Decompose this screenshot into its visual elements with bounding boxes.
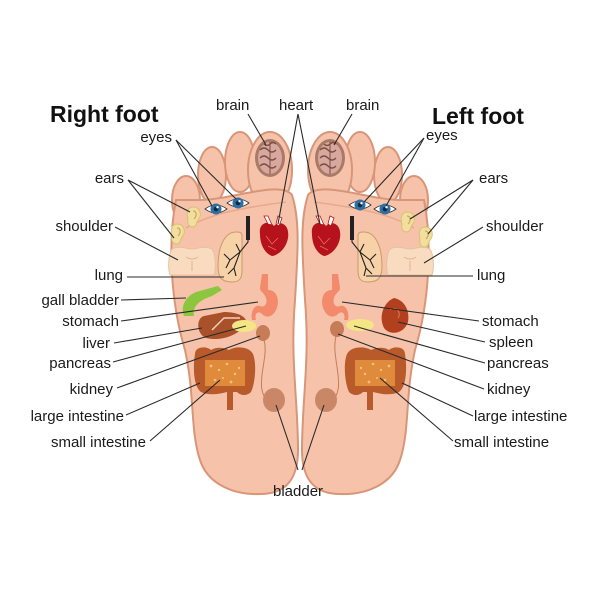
label-kidney-left: kidney [487,381,531,398]
label-brain-right: brain [216,97,249,114]
label-large-intestine-left: large intestine [474,408,567,425]
bladder-icon [263,388,285,412]
kidney-icon [330,321,344,337]
label-kidney-right: kidney [70,381,114,398]
label-small-intestine-right: small intestine [51,434,146,451]
label-spleen: spleen [489,334,533,351]
label-pancreas-right: pancreas [49,355,111,372]
label-pancreas-left: pancreas [487,355,549,372]
right-foot [168,131,300,496]
gall-bladder-icon [182,286,222,316]
label-stomach-right: stomach [62,313,119,330]
label-eyes-left: eyes [426,127,458,144]
title-right-foot: Right foot [50,101,159,127]
label-lung-left: lung [477,267,505,284]
label-liver: liver [82,335,110,352]
leader-lines [112,113,486,471]
label-large-intestine-right: large intestine [31,408,124,425]
label-stomach-left: stomach [482,313,539,330]
title-left-foot: Left foot [432,103,524,129]
label-lung-right: lung [95,267,123,284]
left-foot [300,131,434,496]
label-shoulder-right: shoulder [55,218,113,235]
liver-icon [198,312,247,340]
shoulder-icon [168,246,216,276]
brain-icon [314,138,346,178]
label-shoulder-left: shoulder [486,218,544,235]
brain-icon [254,138,286,178]
label-brain-left: brain [346,97,379,114]
label-bladder: bladder [273,483,323,500]
label-eyes-right: eyes [140,129,172,146]
spleen-icon [381,298,409,333]
label-heart: heart [279,97,314,114]
kidney-icon [256,325,270,341]
pancreas-icon [346,319,374,331]
label-small-intestine-left: small intestine [454,434,549,451]
bladder-icon [315,388,337,412]
ear-icon [418,226,433,248]
label-ears-left: ears [479,170,508,187]
label-ears-right: ears [95,170,124,187]
label-gall-bladder: gall bladder [41,292,119,309]
